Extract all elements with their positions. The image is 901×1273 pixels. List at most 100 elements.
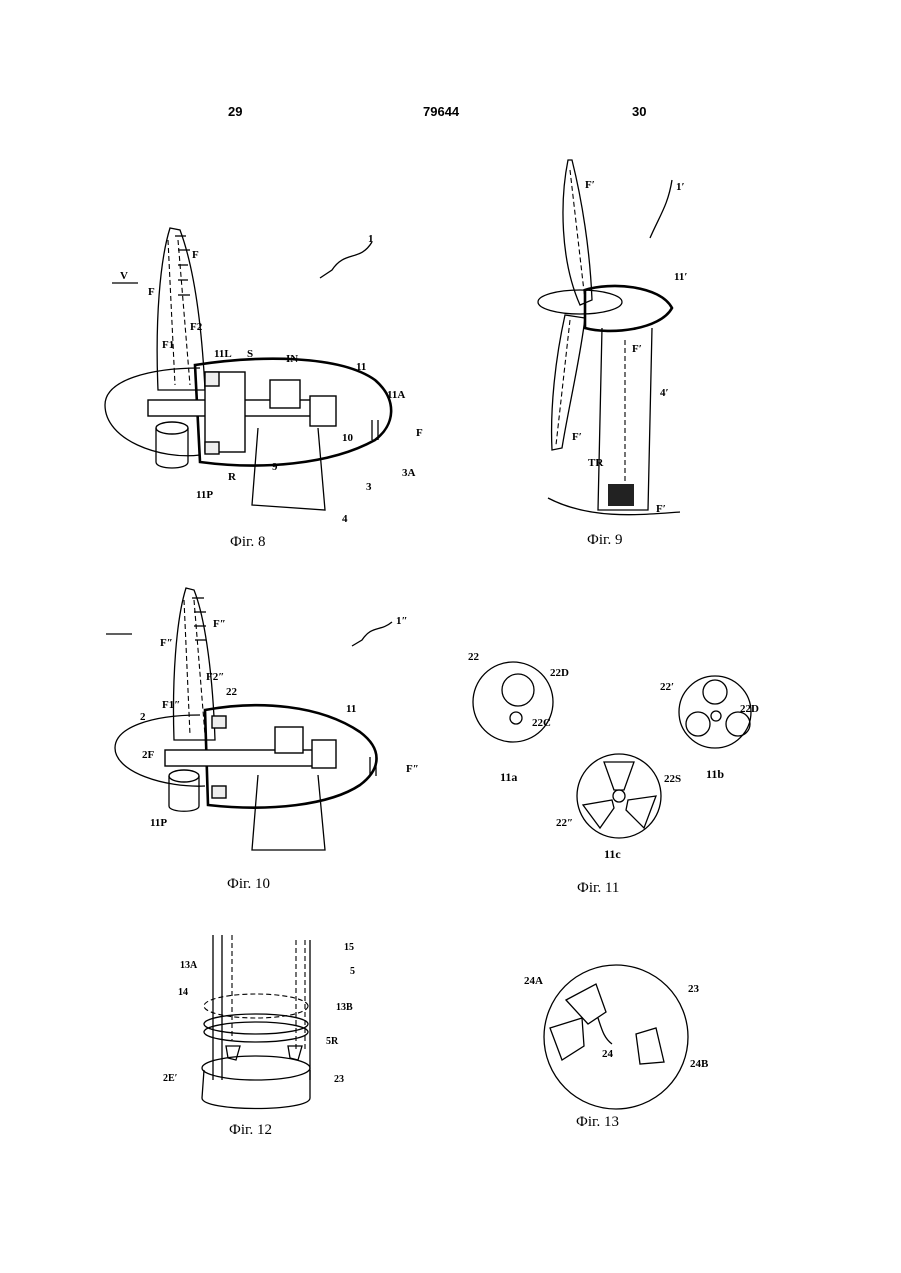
label-fp: F′ <box>585 179 595 191</box>
label-v: V <box>120 270 128 282</box>
duct-22d <box>502 674 534 706</box>
label-1: 1 <box>368 233 374 245</box>
gearbox <box>310 396 336 426</box>
tower <box>252 428 325 510</box>
figure-13: 24A 23 24 24B <box>515 960 730 1115</box>
label-24b: 24B <box>690 1058 709 1070</box>
gearbox <box>312 740 336 768</box>
label-r: R <box>228 471 237 483</box>
label-11a: 11a <box>500 770 517 784</box>
label-in: IN <box>286 353 298 365</box>
label-3: 3 <box>366 481 372 493</box>
figure-11-caption: Фіг. 11 <box>577 880 619 897</box>
label-tr: TR <box>588 457 604 469</box>
label-15: 15 <box>344 942 354 953</box>
label-f2pp: F2″ <box>206 671 224 683</box>
ring-upper <box>204 1014 308 1034</box>
lower-blade <box>552 315 585 450</box>
label-fp: F′ <box>656 503 666 515</box>
label-fp: F′ <box>572 431 582 443</box>
label-fpp: F″ <box>160 637 173 649</box>
duct-22c <box>510 712 522 724</box>
figure-12: 13A 14 15 5 13B 5R 2E′ 23 <box>160 930 370 1115</box>
nacelle-housing <box>585 286 672 331</box>
disc-11a <box>473 662 553 742</box>
page-number-right: 30 <box>632 104 646 119</box>
label-f: F <box>148 286 155 298</box>
figure-10-caption: Фіг. 10 <box>227 876 270 893</box>
label-22: 22 <box>226 686 238 698</box>
label-4p: 4′ <box>660 387 669 399</box>
rotor-blade <box>174 588 216 740</box>
figure-13-caption: Фіг. 13 <box>576 1114 619 1131</box>
figure-12-caption: Фіг. 12 <box>229 1122 272 1139</box>
label-24: 24 <box>602 1048 614 1060</box>
label-3a: 3A <box>402 467 416 479</box>
figure-8-caption: Фіг. 8 <box>230 534 265 551</box>
label-23: 23 <box>334 1074 344 1085</box>
label-2f: 2F <box>142 749 155 761</box>
document-number: 79644 <box>423 104 459 119</box>
disc-23 <box>544 965 688 1109</box>
label-5: 5 <box>350 966 355 977</box>
hub-spinner <box>538 290 622 314</box>
ring-base <box>202 1070 310 1109</box>
sector-22s <box>604 762 634 790</box>
label-13b: 13B <box>336 1002 353 1013</box>
label-1pp: 1″ <box>396 615 408 627</box>
label-fpp: F″ <box>406 763 419 775</box>
figure-10: 1″ F″ F″ F2″ 22 F1″ 2 11 2F F″ 11P <box>100 580 440 860</box>
label-11l: 11L <box>214 348 232 360</box>
tower <box>252 775 325 850</box>
label-2: 2 <box>140 711 146 723</box>
label-22c: 22C <box>532 717 551 729</box>
label-22s: 22S <box>664 773 681 785</box>
tower <box>598 328 652 510</box>
label-11p: 11′ <box>674 271 688 283</box>
label-10: 10 <box>342 432 354 444</box>
label-11: 11 <box>356 361 366 373</box>
label-11c: 11c <box>604 847 621 861</box>
figure-9-caption: Фіг. 9 <box>587 532 622 549</box>
label-s: S <box>247 348 253 360</box>
label-11p: 11P <box>196 489 213 501</box>
label-f: F <box>416 427 423 439</box>
label-f2: F2 <box>190 321 203 333</box>
label-22pp: 22″ <box>556 817 573 829</box>
force-ticks <box>175 236 190 295</box>
label-9: 9 <box>272 461 278 473</box>
blade-24b <box>636 1028 664 1064</box>
generator-box <box>275 727 303 753</box>
label-23: 23 <box>688 983 700 995</box>
label-11p: 11P <box>150 817 167 829</box>
figure-9: 1′ F′ 11′ F′ 4′ F′ TR F′ <box>535 155 695 520</box>
label-f1: F1 <box>162 339 174 351</box>
transformer-block <box>608 484 634 506</box>
disc-11c <box>577 754 661 838</box>
page-number-left: 29 <box>228 104 242 119</box>
label-f1pp: F1″ <box>162 699 180 711</box>
label-fpp: F″ <box>213 618 226 630</box>
label-24a: 24A <box>524 975 543 987</box>
label-fp: F′ <box>632 343 642 355</box>
air-intake-cylinder <box>169 770 199 782</box>
label-14: 14 <box>178 987 188 998</box>
label-22p: 22′ <box>660 681 674 693</box>
label-11: 11 <box>346 703 356 715</box>
label-22: 22 <box>468 651 480 663</box>
label-f: F <box>192 249 199 261</box>
label-2ep: 2E′ <box>163 1073 178 1084</box>
label-4: 4 <box>342 513 348 525</box>
generator-box <box>270 380 300 408</box>
blade-24a <box>566 984 606 1024</box>
main-shaft <box>165 750 335 766</box>
figure-8: 1 V F F F2 F1 11L S IN 11 11A F 10 3A 9 … <box>100 220 450 530</box>
sector-24 <box>550 1018 584 1060</box>
label-11b: 11b <box>706 767 724 781</box>
label-22d: 22D <box>550 667 569 679</box>
label-13a: 13A <box>180 960 198 971</box>
label-1p: 1′ <box>676 181 685 193</box>
air-intake-cylinder <box>156 422 188 434</box>
figure-11: 22 22D 22C 11a 22′ 22D 11b 22S 22″ 11c <box>455 645 775 870</box>
label-22d: 22D <box>740 703 759 715</box>
